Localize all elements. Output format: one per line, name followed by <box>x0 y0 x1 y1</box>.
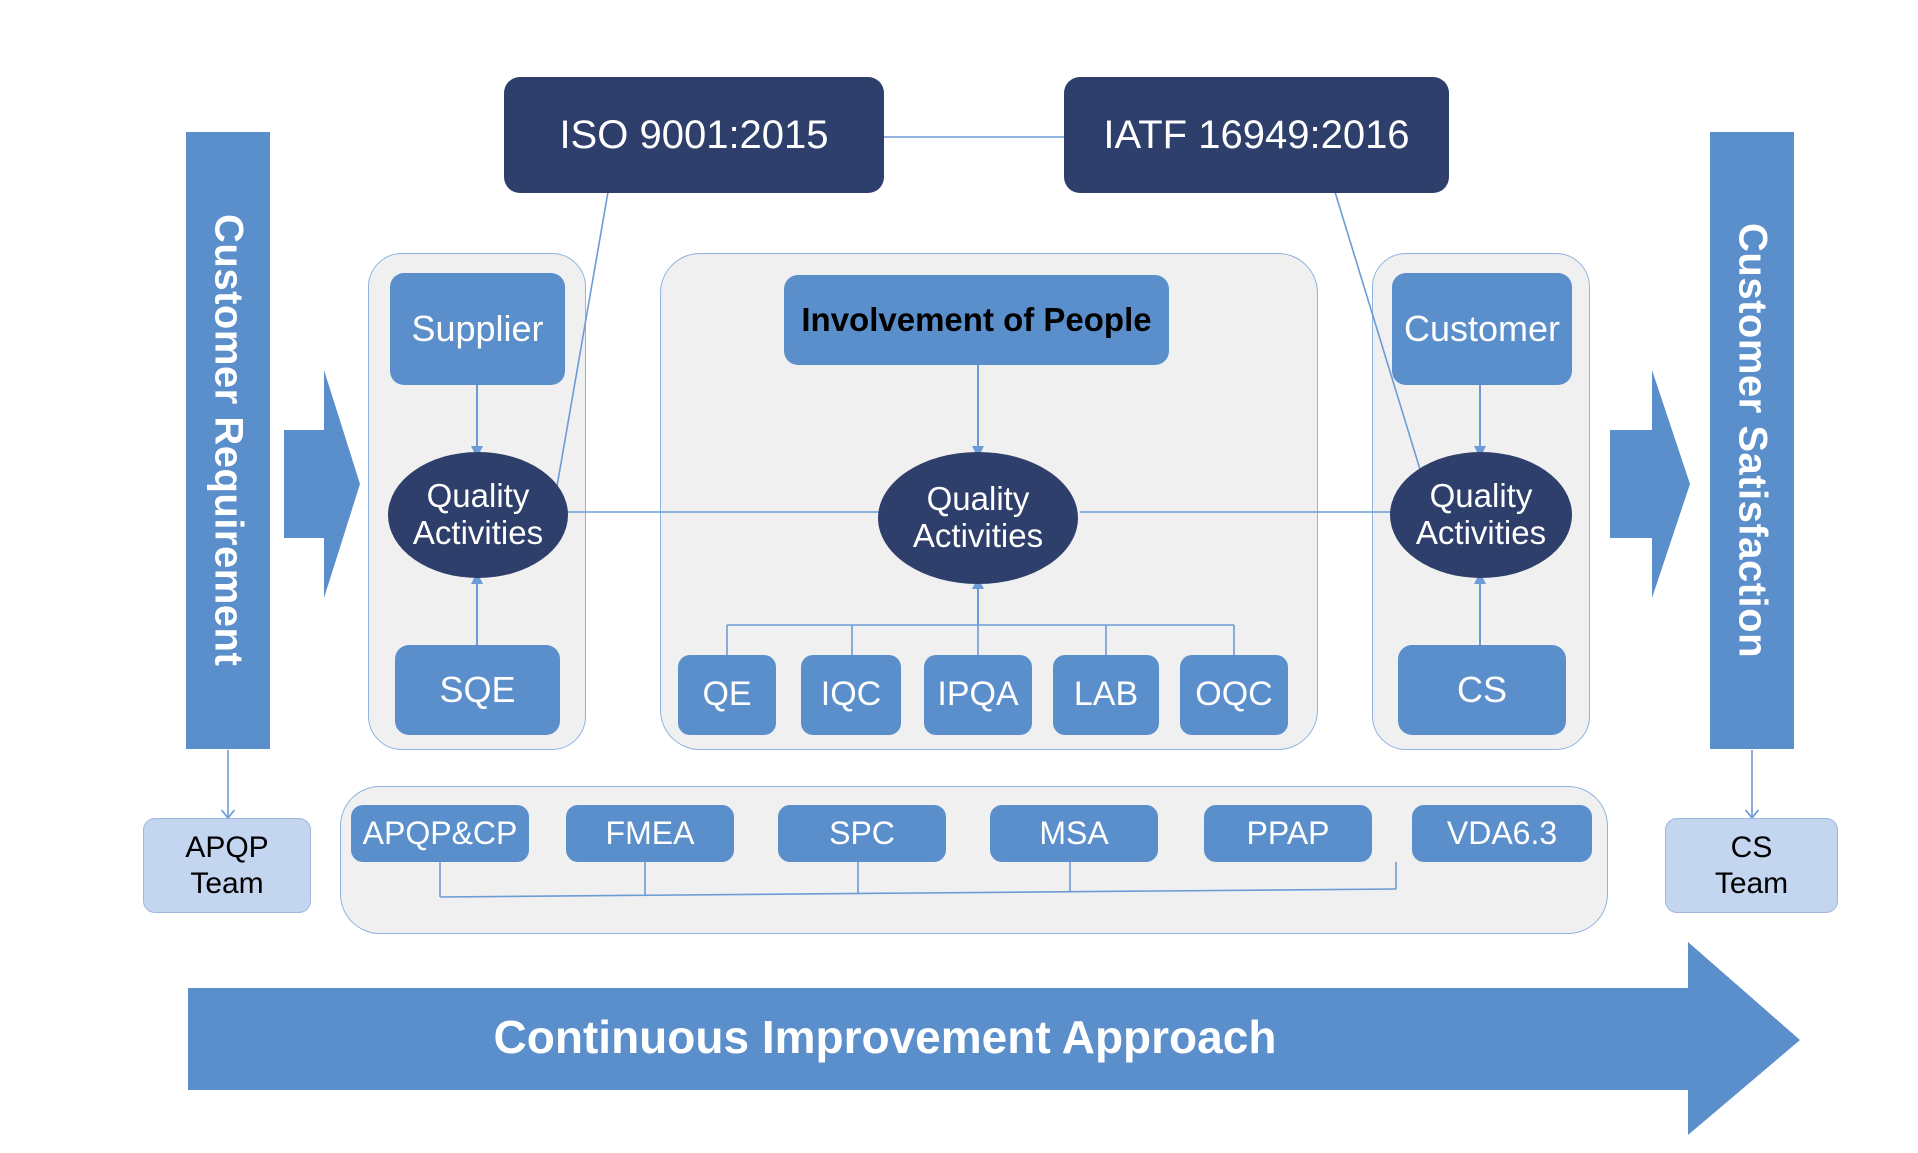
supplier-label: Supplier <box>411 308 544 350</box>
function-label-ipqa: IPQA <box>937 675 1019 714</box>
cs-team-line2: Team <box>1714 866 1789 900</box>
function-box-oqc[interactable]: OQC <box>1180 655 1288 735</box>
supplier-quality-line2: Activities <box>412 514 544 551</box>
tools-panel <box>340 786 1608 934</box>
internal-quality-line2: Activities <box>912 517 1044 554</box>
customer-satisfaction-bar: Customer Satisfaction <box>1710 132 1794 749</box>
standard-box-iso9001[interactable]: ISO 9001:2015 <box>504 77 884 193</box>
function-label-lab: LAB <box>1073 675 1139 714</box>
tool-box-msa[interactable]: MSA <box>990 805 1158 862</box>
tool-box-ppap[interactable]: PPAP <box>1204 805 1372 862</box>
customer-requirement-label: Customer Requirement <box>206 214 251 667</box>
customer-requirement-bar: Customer Requirement <box>186 132 270 749</box>
standard-label-iatf16949: IATF 16949:2016 <box>1103 112 1410 157</box>
supplier-box[interactable]: Supplier <box>390 273 565 385</box>
standard-label-iso9001: ISO 9001:2015 <box>559 112 829 157</box>
tool-label-spc: SPC <box>829 815 895 851</box>
tool-box-spc[interactable]: SPC <box>778 805 946 862</box>
tool-label-apqp-cp: APQP&CP <box>362 815 518 851</box>
function-box-iqc[interactable]: IQC <box>801 655 901 735</box>
cs-box[interactable]: CS <box>1398 645 1566 735</box>
cs-team-line1: CS <box>1730 831 1773 865</box>
customer-quality-line2: Activities <box>1415 514 1547 551</box>
supplier-quality-activities-ellipse[interactable]: Quality Activities <box>388 452 568 578</box>
tool-box-fmea[interactable]: FMEA <box>566 805 734 862</box>
function-label-qe: QE <box>702 675 752 714</box>
tool-label-msa: MSA <box>1039 815 1109 851</box>
function-label-iqc: IQC <box>820 675 882 714</box>
tool-box-apqp-cp[interactable]: APQP&CP <box>351 805 529 862</box>
apqp-team-line1: APQP <box>185 831 269 865</box>
customer-quality-activities-ellipse[interactable]: Quality Activities <box>1390 452 1572 578</box>
cs-label: CS <box>1456 669 1507 711</box>
satisfaction-outflow-arrow <box>1610 370 1690 598</box>
customer-label: Customer <box>1403 308 1561 350</box>
customer-satisfaction-label: Customer Satisfaction <box>1730 222 1775 659</box>
supplier-quality-line1: Quality <box>426 477 530 515</box>
continuous-improvement-label: Continuous Improvement Approach <box>493 1011 1277 1063</box>
function-label-oqc: OQC <box>1195 675 1273 714</box>
involvement-of-people-label: Involvement of People <box>801 300 1152 338</box>
apqp-team-box[interactable]: APQP Team <box>143 818 311 913</box>
internal-quality-line1: Quality <box>926 480 1030 518</box>
tool-label-fmea: FMEA <box>605 815 695 851</box>
tool-label-vda63: VDA6.3 <box>1446 815 1558 851</box>
function-box-ipqa[interactable]: IPQA <box>924 655 1032 735</box>
function-box-lab[interactable]: LAB <box>1053 655 1159 735</box>
tool-label-ppap: PPAP <box>1246 815 1330 851</box>
tool-box-vda63[interactable]: VDA6.3 <box>1412 805 1592 862</box>
involvement-of-people-box[interactable]: Involvement of People <box>784 275 1169 365</box>
cs-team-box[interactable]: CS Team <box>1665 818 1838 913</box>
standard-box-iatf16949[interactable]: IATF 16949:2016 <box>1064 77 1449 193</box>
internal-quality-activities-ellipse[interactable]: Quality Activities <box>878 452 1078 584</box>
customer-quality-line1: Quality <box>1429 477 1533 515</box>
requirement-inflow-arrow <box>284 370 360 598</box>
customer-box[interactable]: Customer <box>1392 273 1572 385</box>
sqe-label: SQE <box>439 669 516 711</box>
sqe-box[interactable]: SQE <box>395 645 560 735</box>
function-box-qe[interactable]: QE <box>678 655 776 735</box>
apqp-team-line2: Team <box>190 866 264 900</box>
